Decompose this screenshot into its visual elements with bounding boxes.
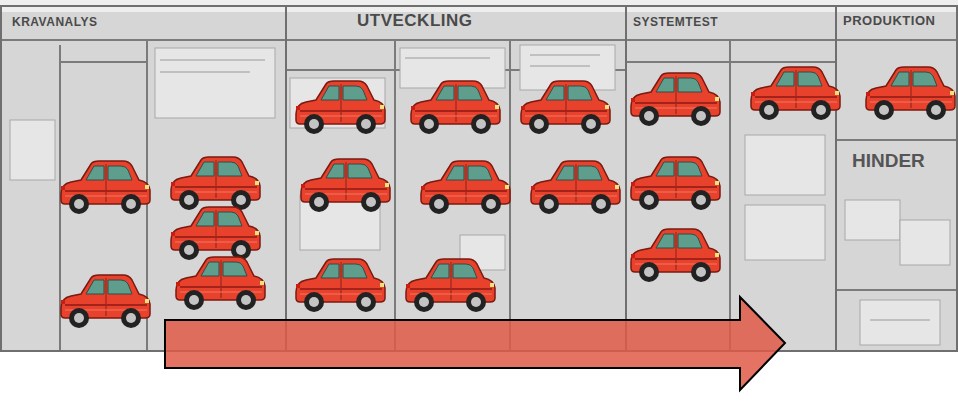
- paper-notes: [10, 45, 950, 345]
- board-note: HINDER: [852, 150, 925, 172]
- car-icon: [406, 259, 495, 312]
- column-heading: SYSTEMTEST: [633, 15, 718, 29]
- car-icon: [171, 207, 260, 260]
- car-icons: [61, 67, 955, 328]
- column-band: PRODUKTION: [835, 5, 958, 352]
- column-band: UTVECKLING: [285, 5, 627, 352]
- car-icon: [631, 73, 720, 126]
- car-icon: [631, 229, 720, 282]
- car-icon: [61, 275, 150, 328]
- column-band: SYSTEMTEST: [625, 5, 837, 352]
- car-icon: [301, 159, 390, 212]
- column-band: KRAVANALYS: [0, 5, 287, 352]
- whiteboard: [0, 0, 958, 352]
- column-heading: PRODUKTION: [843, 13, 935, 28]
- handwriting-lines: [160, 55, 930, 320]
- car-icon: [61, 161, 150, 214]
- car-icon: [866, 67, 955, 120]
- car-icon: [296, 81, 385, 134]
- car-icon: [411, 81, 500, 134]
- car-icon: [521, 81, 610, 134]
- column-heading: KRAVANALYS: [12, 15, 97, 29]
- car-icon: [751, 67, 840, 120]
- car-icon: [531, 161, 620, 214]
- car-icon: [421, 161, 510, 214]
- flow-arrow: [165, 297, 785, 390]
- column-heading: UTVECKLING: [357, 11, 473, 31]
- grid-lines: [0, 40, 958, 352]
- car-icon: [171, 157, 260, 210]
- car-icon: [296, 259, 385, 312]
- car-icon: [176, 257, 265, 310]
- car-icon: [631, 157, 720, 210]
